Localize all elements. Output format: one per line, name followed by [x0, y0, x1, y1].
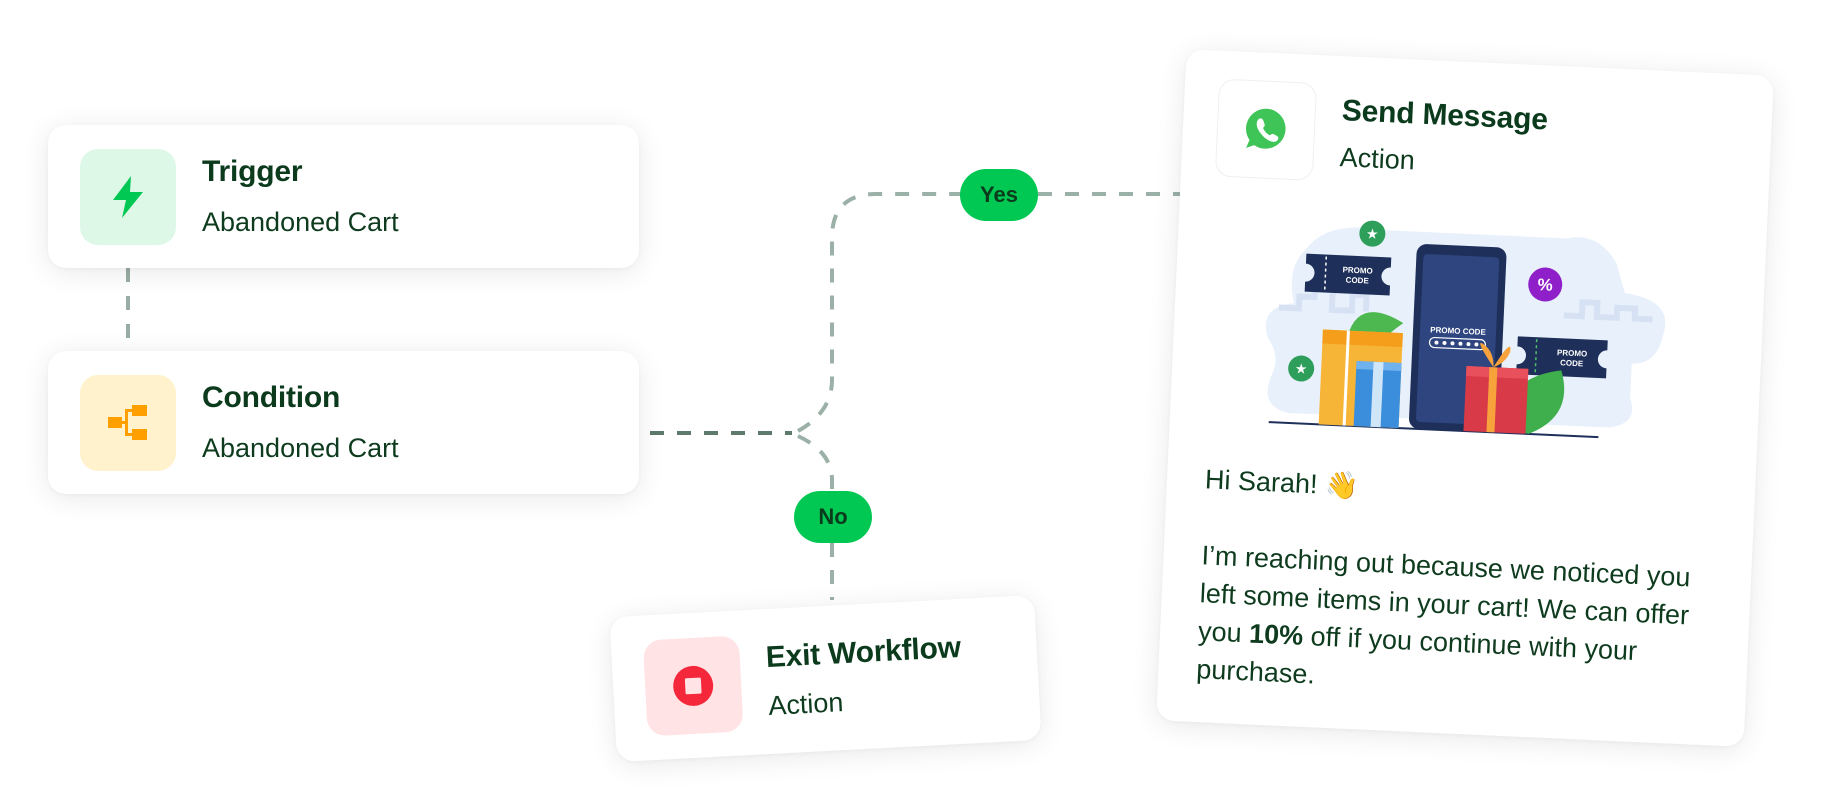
trigger-node[interactable]: Trigger Abandoned Cart: [48, 125, 639, 268]
condition-icon-box: [80, 374, 176, 471]
trigger-icon-box: [80, 148, 176, 245]
send-message-node[interactable]: Send Message Action PROMO CODE PROMO COD…: [1156, 49, 1774, 747]
connector-no-branch: [797, 434, 834, 491]
exit-subtitle: Action: [767, 687, 845, 722]
gift-red: [1463, 343, 1529, 434]
condition-subtitle: Abandoned Cart: [202, 433, 399, 463]
whatsapp-icon: [1241, 105, 1289, 152]
svg-text:CODE: CODE: [1560, 358, 1584, 368]
send-message-subtitle: Action: [1339, 141, 1416, 175]
exit-title: Exit Workflow: [764, 630, 962, 675]
svg-text:★: ★: [1366, 225, 1379, 242]
promo-code-illustration: PROMO CODE PROMO CODE ★ ★ % PROMO CODE: [1265, 220, 1666, 439]
star-badge-top: ★: [1359, 220, 1386, 247]
star-badge-bottom: ★: [1288, 355, 1315, 382]
condition-title: Condition: [202, 381, 341, 414]
exit-workflow-node[interactable]: Exit Workflow Action: [609, 594, 1042, 763]
svg-text:%: %: [1537, 275, 1553, 295]
no-branch-badge[interactable]: No: [794, 491, 872, 543]
whatsapp-icon-box: [1214, 78, 1318, 181]
connector-yes-branch: [797, 192, 962, 433]
promo-ticket-right: PROMO CODE: [1516, 336, 1608, 379]
message-body: I’m reaching out because we noticed you …: [1196, 536, 1718, 711]
message-greeting: Hi Sarah! 👋: [1204, 464, 1360, 502]
gift-blue: [1353, 361, 1402, 429]
promo-ticket-left: PROMO CODE: [1304, 253, 1392, 296]
condition-node[interactable]: Condition Abandoned Cart: [48, 351, 639, 494]
lightning-icon: [113, 175, 143, 218]
svg-text:PROMO: PROMO: [1557, 348, 1588, 358]
branch-icon: [108, 404, 147, 440]
stop-icon: [673, 665, 714, 706]
ticket-left-line2: CODE: [1345, 275, 1369, 285]
ticket-left-line1: PROMO: [1342, 265, 1373, 275]
message-discount: 10%: [1248, 618, 1304, 651]
exit-icon-box: [642, 634, 744, 736]
yes-branch-badge[interactable]: Yes: [960, 169, 1038, 221]
trigger-title: Trigger: [202, 155, 303, 188]
phone-promo-text: PROMO CODE: [1430, 325, 1487, 337]
trigger-subtitle: Abandoned Cart: [202, 207, 399, 237]
percent-badge: %: [1528, 267, 1563, 302]
send-message-title: Send Message: [1341, 93, 1549, 136]
message-preview: Hi Sarah! 👋 I’m reaching out because we …: [1192, 460, 1722, 711]
svg-text:★: ★: [1295, 360, 1308, 377]
